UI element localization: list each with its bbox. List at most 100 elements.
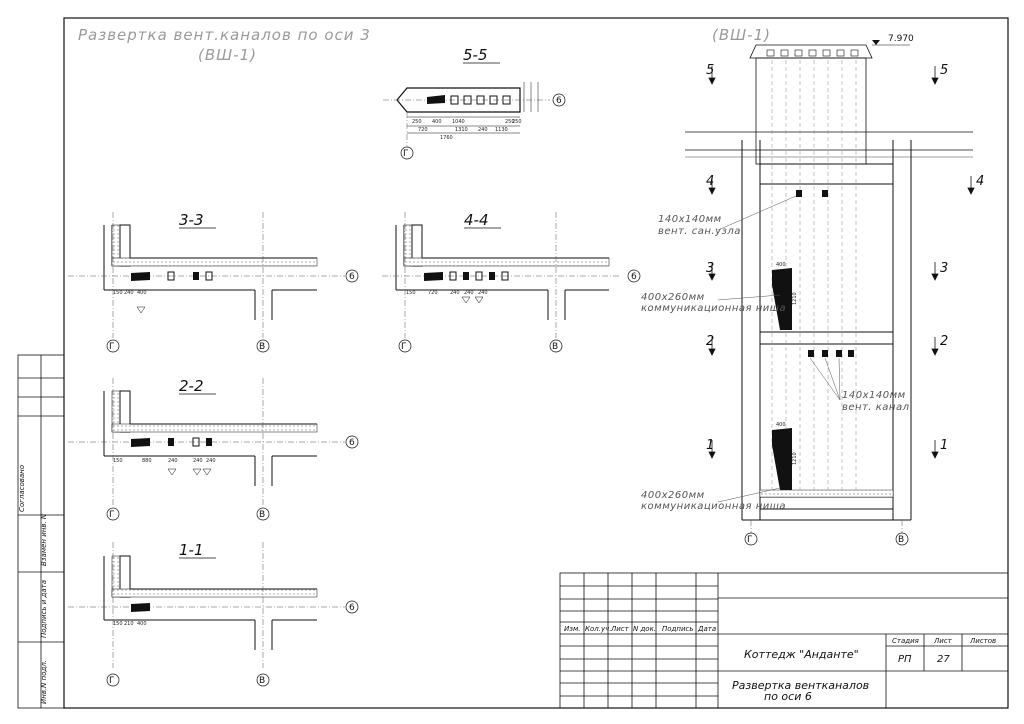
- cut-5-right: 5: [940, 63, 948, 78]
- dim-55-a: 250: [412, 119, 422, 125]
- dim-55-f: 720: [418, 127, 428, 133]
- dim-elev-c: 400: [776, 422, 786, 428]
- axis-6-label-11: 6: [349, 603, 355, 613]
- title-block: [559, 572, 1009, 709]
- axis-v-label-33: В: [259, 342, 265, 352]
- stamp-project: Коттедж "Анданте": [744, 648, 859, 661]
- dim-22-e: 240: [206, 458, 216, 464]
- axis-6-marker-11: [345, 600, 359, 614]
- axis-v-label-11: В: [259, 676, 265, 686]
- drawing-title-line1: Развертка вент.каналов по оси 3: [78, 26, 371, 44]
- drawing-title-line2: (ВШ-1): [198, 46, 257, 64]
- axis-g-marker-33: [106, 339, 120, 353]
- axis-g-marker-11: [106, 673, 120, 687]
- dim-11-a: 150: [113, 621, 123, 627]
- stamp-header-sign: Подпись: [662, 625, 694, 633]
- dim-55-g: 1310: [455, 127, 468, 133]
- dim-44-b: 720: [428, 290, 438, 296]
- axis-6-marker-22: [345, 435, 359, 449]
- dim-55-c: 1040: [452, 119, 465, 125]
- axis-6-marker-55: [552, 93, 566, 107]
- dim-55-h: 240: [478, 127, 488, 133]
- cut-marks: [708, 66, 975, 459]
- axis-v-label-22: В: [259, 510, 265, 520]
- axis-v-marker-44: [549, 339, 563, 353]
- section-label-4-4: 4-4: [464, 211, 489, 229]
- axis-g-marker-elev: [744, 532, 758, 546]
- dim-55-d: 250: [505, 119, 515, 125]
- dim-11-c: 400: [137, 621, 147, 627]
- axis-g-marker-22: [106, 507, 120, 521]
- dim-44-c: 240: [450, 290, 460, 296]
- axis-v-marker-22: [256, 507, 270, 521]
- axis-g-marker-55: [400, 146, 414, 160]
- axis-g-label-11: Г: [109, 676, 115, 686]
- stamp-sheet-value: 27: [937, 654, 950, 665]
- stamp-header-date: Дата: [697, 625, 716, 633]
- side-inv-orig: Инв.N подл.: [40, 660, 48, 704]
- cut-3-left: 3: [706, 261, 714, 276]
- note-niche-upper-1: 400х260мм: [641, 292, 705, 303]
- dim-22-d: 240: [193, 458, 203, 464]
- dim-55-j: 1760: [440, 135, 453, 141]
- dim-55-e: 250: [512, 119, 522, 125]
- cut-1-left: 1: [706, 438, 714, 453]
- cut-4-left: 4: [706, 174, 714, 189]
- level-mark: 7.970: [888, 34, 914, 44]
- note-vent-canal-2: вент. канал: [842, 402, 910, 413]
- elevation-title: (ВШ-1): [712, 26, 771, 44]
- cut-1-right: 1: [940, 438, 948, 453]
- note-vent-san-1: 140х140мм: [658, 214, 722, 225]
- stamp-title-1: Развертка вентканалов: [732, 679, 869, 692]
- side-replaced: Взамен инв. N: [40, 513, 48, 566]
- stamp-header-koluch: Кол.уч.: [585, 625, 611, 633]
- dim-33-a: 150: [113, 290, 123, 296]
- side-stamp: [17, 354, 65, 709]
- axis-6-label-55: 6: [556, 96, 562, 106]
- dim-22-b: 880: [142, 458, 152, 464]
- note-niche-upper-2: коммуникационная ниша: [641, 303, 786, 314]
- axis-6-marker-44: [627, 269, 641, 283]
- note-niche-lower-2: коммуникационная ниша: [641, 501, 786, 512]
- axis-6-label-44: 6: [631, 272, 637, 282]
- cut-2-left: 2: [706, 334, 714, 349]
- axis-v-marker-elev: [895, 532, 909, 546]
- cut-3-right: 3: [940, 261, 948, 276]
- section-1-1: 1-1 150 210 400 6 Г В: [68, 541, 359, 687]
- section-4-4: 4-4 150 720 240 240 240 6 Г В: [382, 211, 641, 353]
- axis-g-label-elev: Г: [747, 535, 753, 545]
- axis-g-label-22: Г: [109, 510, 115, 520]
- side-agreed: Согласовано: [18, 465, 26, 512]
- side-sign-date: Подпись и дата: [40, 580, 48, 638]
- section-3-3: 3-3 150 240 400 6 Г В: [68, 211, 359, 353]
- dim-55-b: 400: [432, 119, 442, 125]
- cut-2-right: 2: [940, 334, 948, 349]
- axis-6-label-33: 6: [349, 272, 355, 282]
- section-label-1-1: 1-1: [179, 541, 204, 559]
- axis-v-label-elev: В: [898, 535, 904, 545]
- stamp-header-ndoc: N док.: [633, 625, 656, 633]
- elevation-view: 7.970: [685, 34, 973, 546]
- stamp-header-izm: Изм.: [564, 625, 580, 633]
- cut-5-left: 5: [706, 63, 714, 78]
- axis-v-label-44: В: [552, 342, 558, 352]
- axis-v-marker-33: [256, 339, 270, 353]
- dim-33-c: 400: [137, 290, 147, 296]
- dim-44-d: 240: [464, 290, 474, 296]
- axis-g-label-55: Г: [403, 149, 409, 159]
- dim-33-b: 240: [124, 290, 134, 296]
- section-5-5: 5-5 250 400 1040 250 250 720 1310 240 11…: [383, 46, 566, 160]
- stamp-stage-label: Стадия: [892, 637, 919, 645]
- note-niche-lower-1: 400х260мм: [641, 490, 705, 501]
- axis-g-label-33: Г: [109, 342, 115, 352]
- dim-44-a: 150: [406, 290, 416, 296]
- dim-44-e: 240: [478, 290, 488, 296]
- stamp-header-list: Лист: [610, 625, 630, 633]
- dim-55-i: 1130: [495, 127, 508, 133]
- dim-elev-b: 1210: [792, 292, 798, 305]
- stamp-sheets-label: Листов: [969, 637, 996, 645]
- axis-6-marker-33: [345, 269, 359, 283]
- note-vent-san-2: вент. сан.узла: [658, 226, 741, 237]
- dim-22-a: 150: [113, 458, 123, 464]
- axis-v-marker-11: [256, 673, 270, 687]
